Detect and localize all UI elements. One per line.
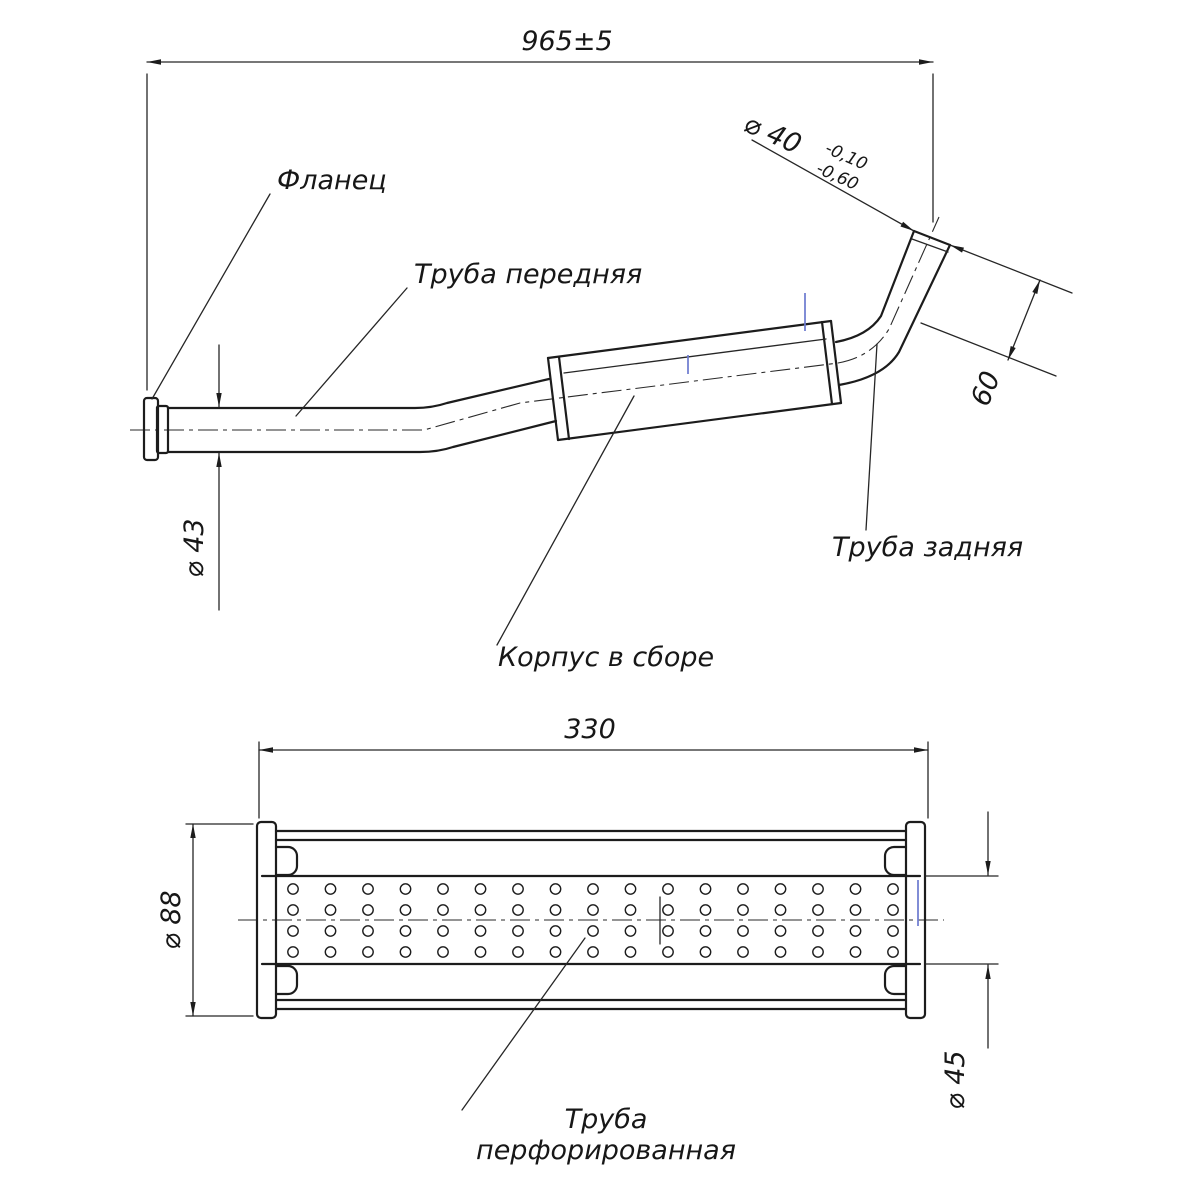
label-perforated-pipe-group: Труба перфорированная — [461, 937, 736, 1166]
dia-body-text: ⌀ 88 — [156, 890, 187, 949]
label-perforated-pipe-line1: Труба — [565, 1104, 648, 1135]
seam-ticks-top — [687, 293, 806, 374]
dim-body-length-text: 330 — [564, 714, 616, 745]
label-body-assembly: Корпус в сборе — [498, 642, 714, 673]
dim-outlet-diameter: ⌀ 40 -0,10 -0,60 — [739, 108, 1073, 294]
dim-body-diameter: ⌀ 88 — [156, 823, 254, 1017]
label-flange: Фланец — [277, 165, 387, 196]
front-pipe-part — [166, 377, 558, 454]
label-rear-pipe-group: Труба задняя — [832, 343, 1023, 563]
label-body-assembly-group: Корпус в сборе — [496, 395, 714, 673]
label-flange-group: Фланец — [151, 165, 387, 400]
shell-part — [255, 820, 927, 1020]
centerline-top — [130, 216, 940, 431]
dia-perf-pipe-text: ⌀ 45 — [940, 1050, 971, 1109]
perforated-pipe-part — [260, 874, 922, 966]
label-rear-pipe: Труба задняя — [832, 532, 1023, 563]
top-view: 965±5 ⌀ 40 -0,10 -0,60 60 ⌀ 43 — [130, 26, 1073, 673]
dim-perf-pipe-diameter: ⌀ 45 — [925, 811, 999, 1110]
dim-outlet-length: 60 — [920, 279, 1057, 411]
dim-body-length: 330 — [258, 714, 929, 819]
dim-overall-length: 965±5 — [146, 26, 934, 391]
label-front-pipe-group: Труба передняя — [295, 259, 642, 417]
rear-pipe-part — [834, 229, 952, 387]
dim-outlet-length-text: 60 — [965, 367, 1007, 410]
dia-front-pipe-text: ⌀ 43 — [179, 518, 210, 577]
inner-baffles — [274, 845, 908, 996]
muffler-body-part — [546, 319, 843, 442]
flange-part — [142, 396, 170, 462]
bottom-view: 330 ⌀ 88 ⌀ 45 Труба перфорированная — [156, 714, 999, 1166]
perforation-holes — [287, 883, 899, 958]
dim-overall-text: 965±5 — [521, 26, 612, 57]
dia-outlet-text: ⌀ 40 — [739, 108, 806, 160]
label-front-pipe: Труба передняя — [414, 259, 642, 290]
dim-front-pipe-diameter: ⌀ 43 — [179, 344, 222, 611]
label-perforated-pipe-line2: перфорированная — [476, 1135, 736, 1166]
